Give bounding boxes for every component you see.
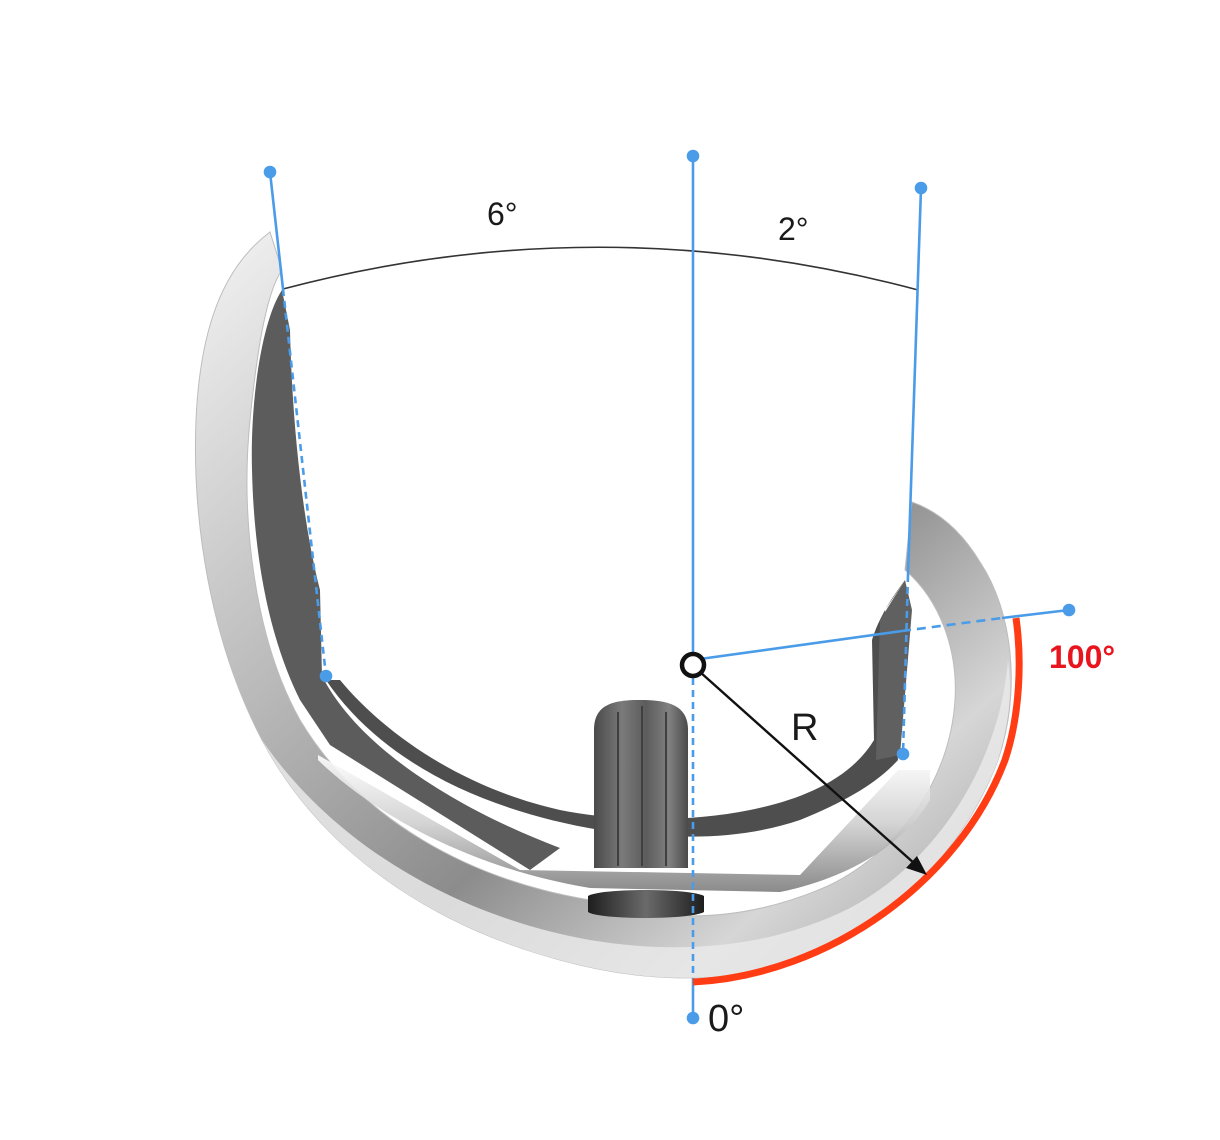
center-guide-endpoint-top — [686, 149, 700, 163]
ray-100-dashed — [901, 616, 1003, 633]
inner-surface-left — [251, 290, 560, 870]
implant-rim — [262, 660, 1010, 978]
left-guide-solid — [268, 171, 285, 290]
right-guide-endpoint-bottom — [896, 747, 910, 761]
center-guide-endpoint-bottom — [686, 1011, 700, 1025]
left-guide-dashed — [281, 288, 328, 677]
left-guide-endpoint-bottom — [319, 669, 333, 683]
angle-left-label: 6° — [487, 196, 518, 232]
left-guide-endpoint-top — [263, 165, 277, 179]
implant — [194, 231, 1012, 979]
right-guide-dashed — [901, 574, 910, 755]
ray-100-end — [1001, 608, 1070, 620]
guide-lines — [263, 149, 1076, 1025]
ray-100-endpoint — [1062, 603, 1076, 617]
inner-surface-right — [876, 580, 912, 760]
radius-arrowhead — [906, 856, 927, 875]
right-guide-endpoint-top — [914, 181, 928, 195]
center-point — [679, 651, 707, 679]
right-guide-solid — [906, 187, 923, 576]
angle-right-label: 2° — [778, 211, 809, 247]
fixation-peg — [594, 700, 688, 868]
radius-label: R — [791, 707, 818, 749]
angle-dimension-arc — [282, 246, 919, 291]
radius-arrow — [699, 671, 927, 875]
angle-start-label: 0° — [708, 998, 744, 1040]
base-band — [588, 890, 704, 918]
angle-end-label: 100° — [1049, 639, 1115, 675]
highlight-arc — [692, 617, 1023, 986]
ray-100-solid — [699, 629, 903, 661]
